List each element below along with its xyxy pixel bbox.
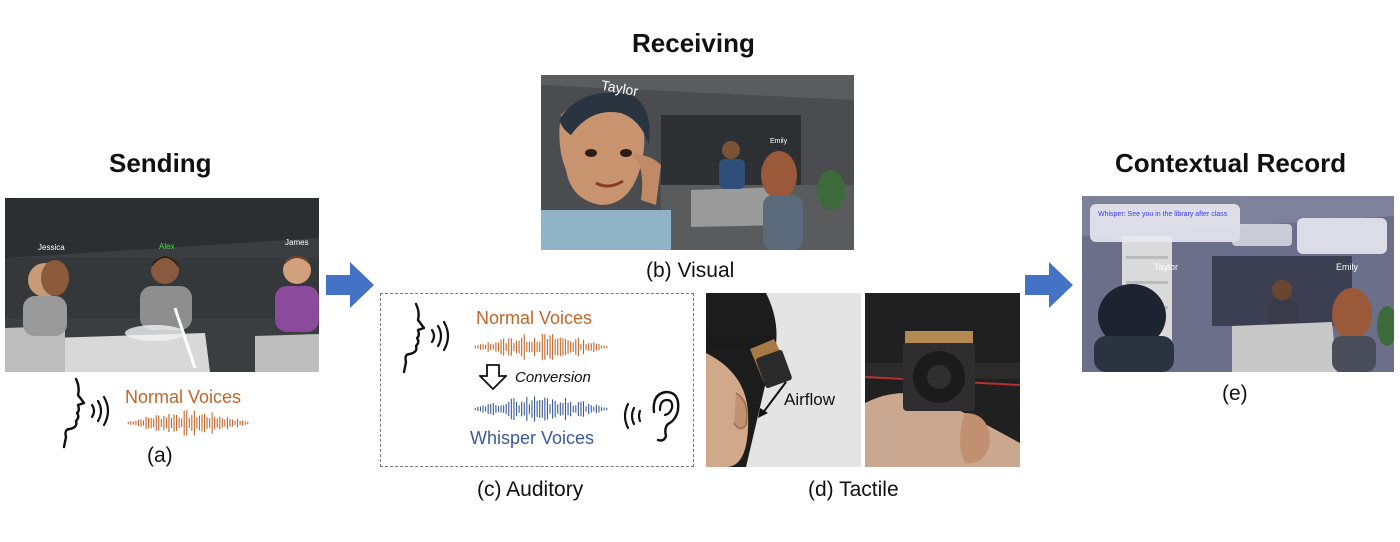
normal-voices-label-c: Normal Voices [476, 308, 593, 328]
avatar-name-james: James [285, 238, 309, 247]
caption-e: (e) [1222, 382, 1248, 405]
airflow-label: Airflow [784, 390, 836, 409]
sending-vr-scene: Jessica Alex James [5, 198, 319, 372]
normal-voice-waveform-a [127, 410, 249, 441]
normal-voices-label-a: Normal Voices [125, 387, 242, 407]
sending-heading: Sending [109, 148, 212, 178]
contextual-record-heading: Contextual Record [1115, 148, 1347, 178]
avatar-name-alex: Alex [159, 242, 175, 251]
conversion-arrow-icon [477, 364, 509, 395]
caption-a: (a) [147, 444, 173, 467]
avatar-name-jessica: Jessica [38, 243, 65, 252]
tactile-photo-back [865, 293, 1020, 467]
listening-ear-icon [620, 388, 684, 449]
auditory-box [380, 293, 694, 467]
contextual-record-vr-scene: Whisper: See you in the library after cl… [1082, 196, 1394, 372]
caption-b: (b) Visual [646, 259, 735, 282]
tactile-photo-side: Airflow [706, 293, 861, 467]
caption-c: (c) Auditory [477, 478, 584, 501]
normal-voice-waveform-c [474, 333, 608, 366]
caption-d: (d) Tactile [808, 478, 899, 501]
whisper-voice-waveform [474, 395, 608, 428]
right-arrow-icon [326, 262, 374, 313]
speaking-head-icon [58, 377, 114, 454]
receiving-heading: Receiving [632, 28, 755, 58]
whisper-record-bubble: Whisper: See you in the library after cl… [1098, 211, 1228, 218]
conversion-label: Conversion [515, 369, 591, 386]
avatar-name-emily-b: Emily [770, 138, 788, 145]
speaking-head-icon-c [398, 302, 454, 379]
visual-vr-scene: Taylor Emily [541, 75, 854, 250]
whisper-voices-label: Whisper Voices [470, 428, 595, 448]
avatar-name-emily-e: Emily [1336, 262, 1358, 272]
avatar-name-taylor-e: Taylor [1154, 262, 1179, 272]
airflow-arrow-icon [756, 380, 790, 420]
right-arrow-icon-2 [1025, 262, 1073, 313]
